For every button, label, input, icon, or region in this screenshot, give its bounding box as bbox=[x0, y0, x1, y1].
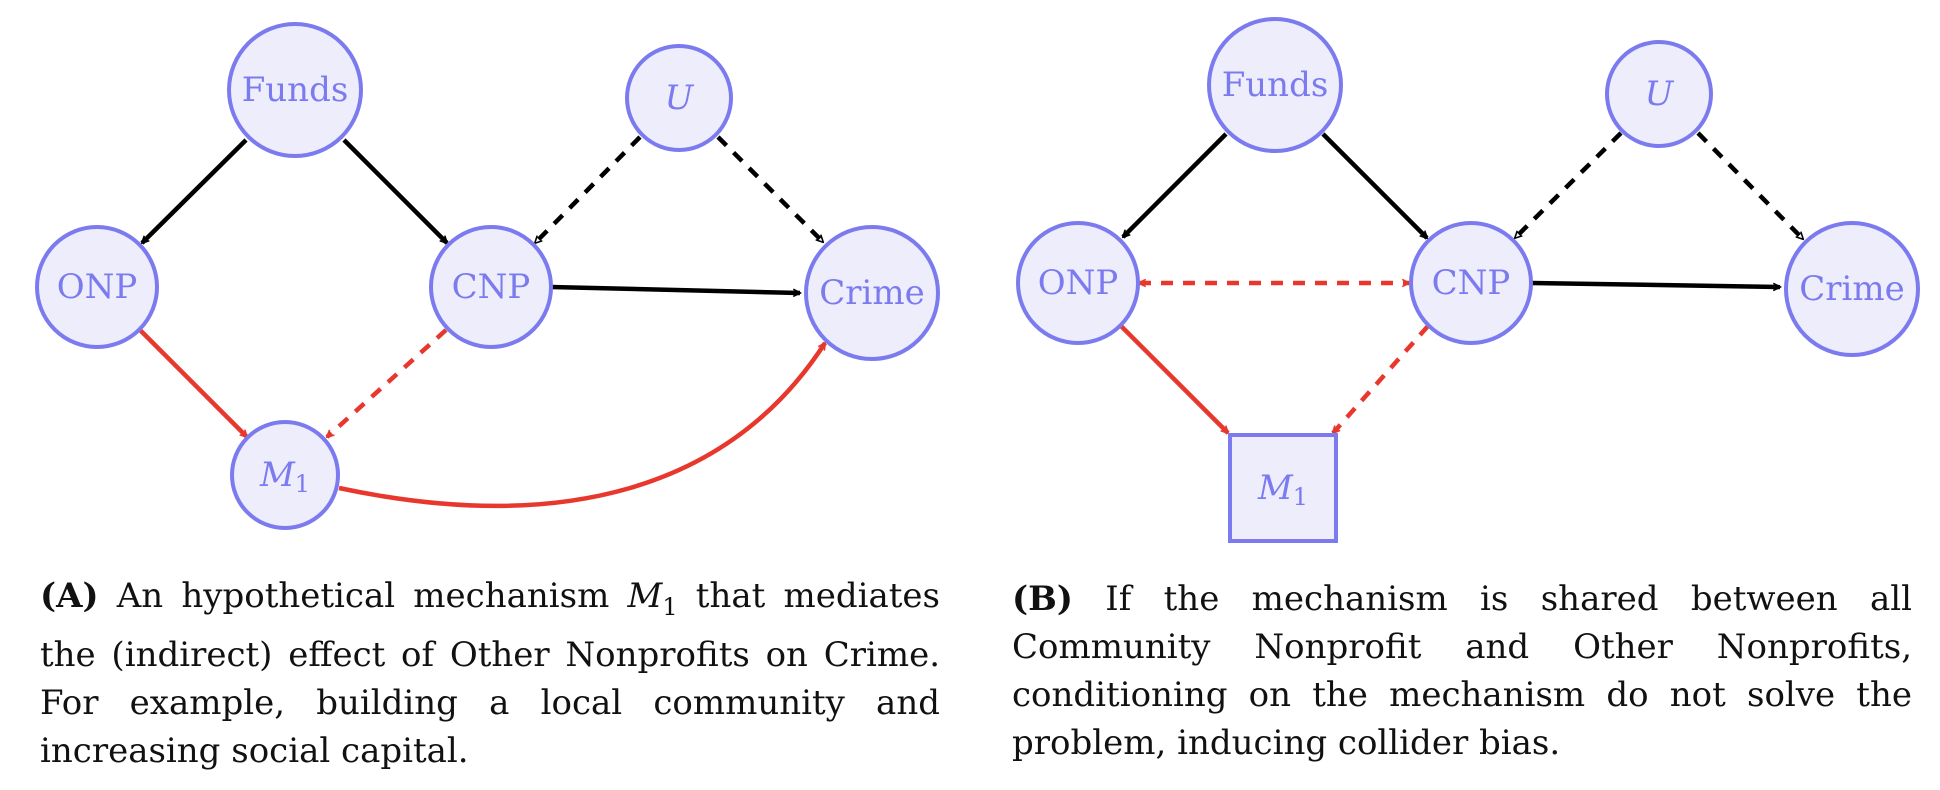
edge-u-crime bbox=[716, 135, 825, 244]
edge-funds-onp bbox=[1121, 132, 1228, 239]
node-label: Funds bbox=[242, 70, 349, 110]
caption-math: M bbox=[627, 576, 663, 616]
edge-onp-m1 bbox=[138, 328, 249, 439]
node-label: CNP bbox=[1432, 263, 1511, 303]
node-u: U bbox=[1605, 40, 1713, 148]
node-label: U bbox=[665, 78, 695, 118]
node-crime: Crime bbox=[804, 225, 940, 361]
node-m1-conditioned: M1 bbox=[1228, 433, 1338, 543]
node-label: Funds bbox=[1222, 65, 1329, 105]
node-funds: Funds bbox=[1207, 17, 1343, 153]
edge-u-cnp bbox=[1513, 131, 1623, 240]
edge-onp-m1 bbox=[1119, 324, 1230, 435]
caption-math-sub: 1 bbox=[662, 592, 678, 621]
caption-text: that mediates the (indirect) effect of O… bbox=[40, 576, 940, 771]
node-label: M1 bbox=[259, 455, 310, 498]
node-u: U bbox=[625, 44, 733, 152]
edge-m1-crime bbox=[338, 343, 827, 509]
node-onp: ONP bbox=[1016, 221, 1140, 345]
diagram-b: Funds U ONP CNP Crime M1 bbox=[1016, 17, 1920, 543]
node-m1: M1 bbox=[230, 420, 340, 530]
edge-funds-cnp bbox=[1321, 132, 1429, 240]
edge-funds-onp bbox=[140, 138, 248, 245]
node-label: ONP bbox=[57, 267, 138, 307]
node-label: M1 bbox=[1257, 468, 1308, 511]
node-label: Crime bbox=[1799, 269, 1905, 309]
node-crime: Crime bbox=[1784, 221, 1920, 357]
caption-a: (A) An hypothetical mechanism M1 that me… bbox=[40, 572, 940, 775]
node-label: Crime bbox=[819, 273, 925, 313]
node-label: U bbox=[1645, 74, 1675, 114]
caption-b: (B) If the mechanism is shared between a… bbox=[1012, 575, 1912, 767]
edge-cnp-m1 bbox=[1331, 324, 1430, 433]
edge-cnp-crime bbox=[1531, 280, 1780, 287]
caption-text: An hypothetical mechanism bbox=[98, 576, 628, 616]
edge-cnp-crime bbox=[550, 284, 800, 293]
caption-text: If the mechanism is shared between all C… bbox=[1012, 579, 1912, 763]
caption-tag: (B) bbox=[1012, 579, 1073, 619]
node-cnp: CNP bbox=[429, 225, 553, 349]
edge-funds-cnp bbox=[342, 138, 449, 245]
node-cnp: CNP bbox=[1409, 221, 1533, 345]
node-onp: ONP bbox=[35, 225, 159, 349]
edge-u-cnp bbox=[533, 135, 642, 245]
node-label: CNP bbox=[452, 267, 531, 307]
diagram-a: Funds U ONP CNP Crime M1 bbox=[35, 22, 940, 530]
node-label: ONP bbox=[1038, 263, 1119, 303]
node-funds: Funds bbox=[227, 22, 363, 158]
edge-u-crime bbox=[1696, 131, 1805, 241]
edge-cnp-m1 bbox=[327, 328, 448, 439]
caption-tag: (A) bbox=[40, 576, 99, 616]
